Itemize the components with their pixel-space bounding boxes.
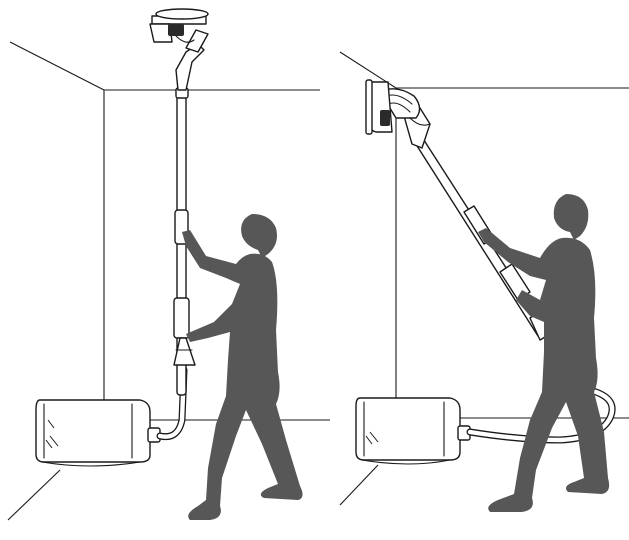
left-sander-head	[150, 9, 208, 90]
left-scene	[8, 9, 330, 520]
right-person-silhouette	[478, 194, 609, 512]
right-sander-head	[366, 80, 430, 148]
left-person-silhouette	[182, 214, 303, 520]
right-scene	[340, 52, 629, 512]
right-vacuum-unit	[356, 398, 470, 464]
left-vacuum-unit	[36, 400, 160, 466]
